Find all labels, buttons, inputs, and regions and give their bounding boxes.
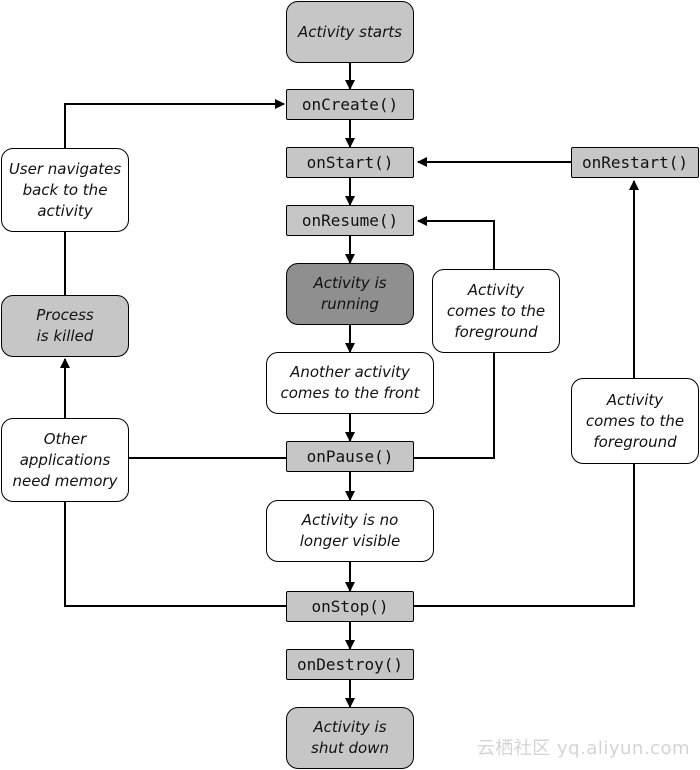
method-onrestart-label: onRestart(): [582, 153, 688, 172]
event-another-activity-front-label: Another activity comes to the front: [280, 363, 420, 402]
line-onstop-to-memory: [64, 502, 286, 607]
event-another-activity-front: Another activity comes to the front: [266, 352, 434, 414]
event-comes-to-foreground-1-label: Activity comes to the foreground: [446, 280, 546, 341]
line-onpause-to-foreground1: [414, 353, 495, 459]
state-activity-shut-down-label: Activity is shut down: [311, 718, 389, 757]
method-oncreate: onCreate(): [286, 89, 414, 120]
state-activity-shut-down: Activity is shut down: [286, 707, 414, 769]
event-user-navigates-back-label: User navigates back to the activity: [8, 159, 122, 220]
event-comes-to-foreground-2: Activity comes to the foreground: [571, 378, 699, 464]
method-onrestart: onRestart(): [571, 147, 699, 178]
watermark: 云栖社区 yq.aliyun.com: [476, 738, 690, 759]
event-no-longer-visible: Activity is no longer visible: [266, 500, 434, 562]
method-onstop: onStop(): [286, 591, 414, 622]
method-onresume: onResume(): [286, 205, 414, 236]
arrow-navigate-back-to-oncreate: [64, 99, 285, 148]
event-other-apps-need-memory: Other applications need memory: [1, 418, 129, 502]
arrow-foreground1-to-onresume: [417, 216, 495, 269]
method-onstop-label: onStop(): [311, 597, 389, 616]
method-onpause-label: onPause(): [306, 447, 394, 466]
method-onstart: onStart(): [286, 147, 414, 178]
state-activity-running-label: Activity is running: [313, 274, 387, 313]
state-process-killed: Process is killed: [1, 295, 129, 357]
method-ondestroy-label: onDestroy(): [297, 655, 403, 674]
method-onpause: onPause(): [286, 441, 414, 472]
event-comes-to-foreground-1: Activity comes to the foreground: [432, 269, 560, 353]
event-no-longer-visible-label: Activity is no longer visible: [299, 511, 401, 550]
event-other-apps-need-memory-label: Other applications need memory: [12, 429, 118, 490]
state-activity-starts: Activity starts: [286, 1, 414, 63]
event-comes-to-foreground-2-label: Activity comes to the foreground: [585, 390, 685, 451]
line-onstop-to-foreground2: [414, 464, 635, 607]
method-ondestroy: onDestroy(): [286, 649, 414, 680]
method-oncreate-label: onCreate(): [301, 95, 399, 114]
state-activity-running: Activity is running: [286, 263, 414, 325]
state-activity-starts-label: Activity starts: [298, 22, 402, 41]
method-onresume-label: onResume(): [301, 211, 399, 230]
method-onstart-label: onStart(): [306, 153, 394, 172]
event-user-navigates-back: User navigates back to the activity: [1, 148, 129, 232]
state-process-killed-label: Process is killed: [36, 306, 94, 345]
